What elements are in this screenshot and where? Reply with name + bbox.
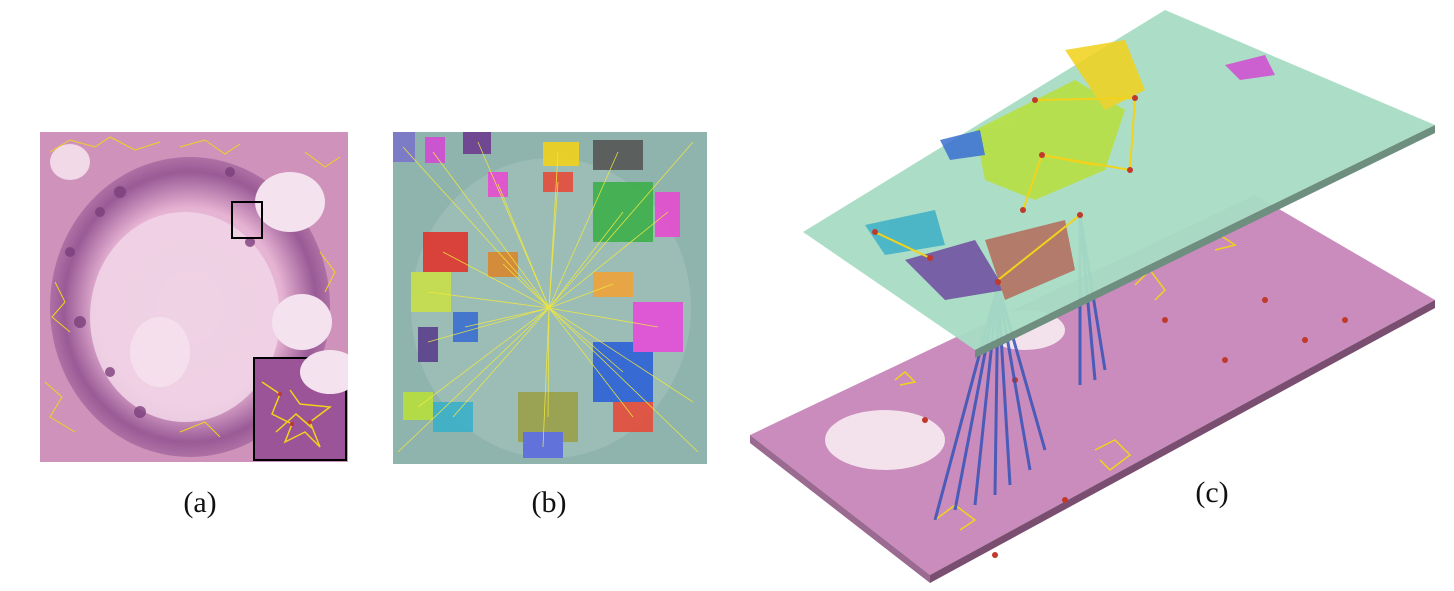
radial-graph-edges xyxy=(397,141,699,453)
panel-c-image xyxy=(745,0,1454,591)
zoom-inset xyxy=(253,350,348,461)
segmentation-image-b xyxy=(393,132,707,464)
panel-a-image xyxy=(40,132,348,462)
panel-b-image xyxy=(393,132,707,464)
caption-b: (b) xyxy=(531,486,567,519)
hierarchical-graph-c xyxy=(750,10,1435,583)
zoom-region-box xyxy=(231,201,263,239)
caption-c: (c) xyxy=(1195,476,1229,509)
lower-plane xyxy=(750,195,1435,575)
caption-a: (a) xyxy=(183,486,217,519)
tissue-image-a xyxy=(40,132,348,462)
